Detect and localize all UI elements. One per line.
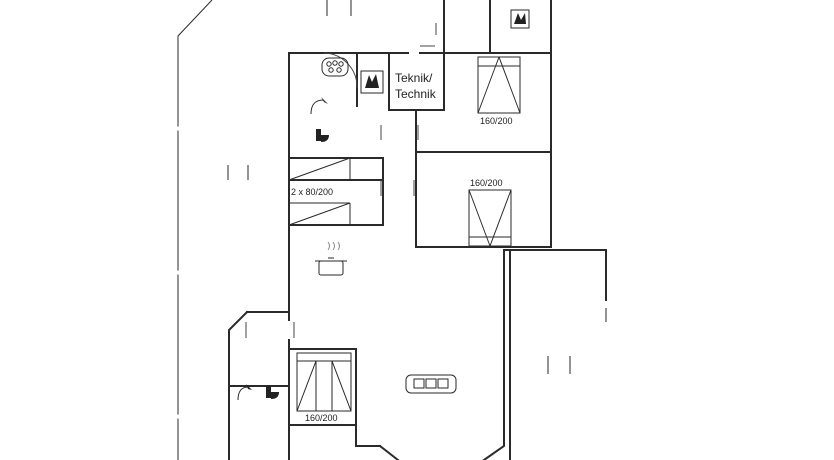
- terrace-outline: [177, 0, 607, 460]
- shower-icon: [237, 384, 252, 401]
- technik-label: Technik: [395, 87, 437, 101]
- bed-size-label: 160/200: [305, 413, 338, 423]
- stove-pot-icon: [315, 241, 347, 276]
- bed-icon: [468, 189, 512, 247]
- toilet-icon: [266, 386, 279, 399]
- bed-size-label: 160/200: [480, 116, 513, 126]
- sauna-icon: [510, 9, 530, 29]
- toilet-icon: [316, 129, 329, 142]
- house-walls: [228, 0, 607, 460]
- bed-icon: [296, 352, 352, 412]
- technik-label: Teknik/: [395, 71, 433, 85]
- sauna-icon: [360, 70, 384, 94]
- bed-icon: [288, 157, 351, 226]
- bed-icon: [477, 56, 521, 114]
- sofa-icon: [405, 374, 457, 394]
- shower-icon: [310, 97, 328, 115]
- bed-size-label: 160/200: [470, 178, 503, 188]
- jacuzzi-icon: [321, 57, 349, 77]
- bunk-size-label: 2 x 80/200: [291, 187, 333, 197]
